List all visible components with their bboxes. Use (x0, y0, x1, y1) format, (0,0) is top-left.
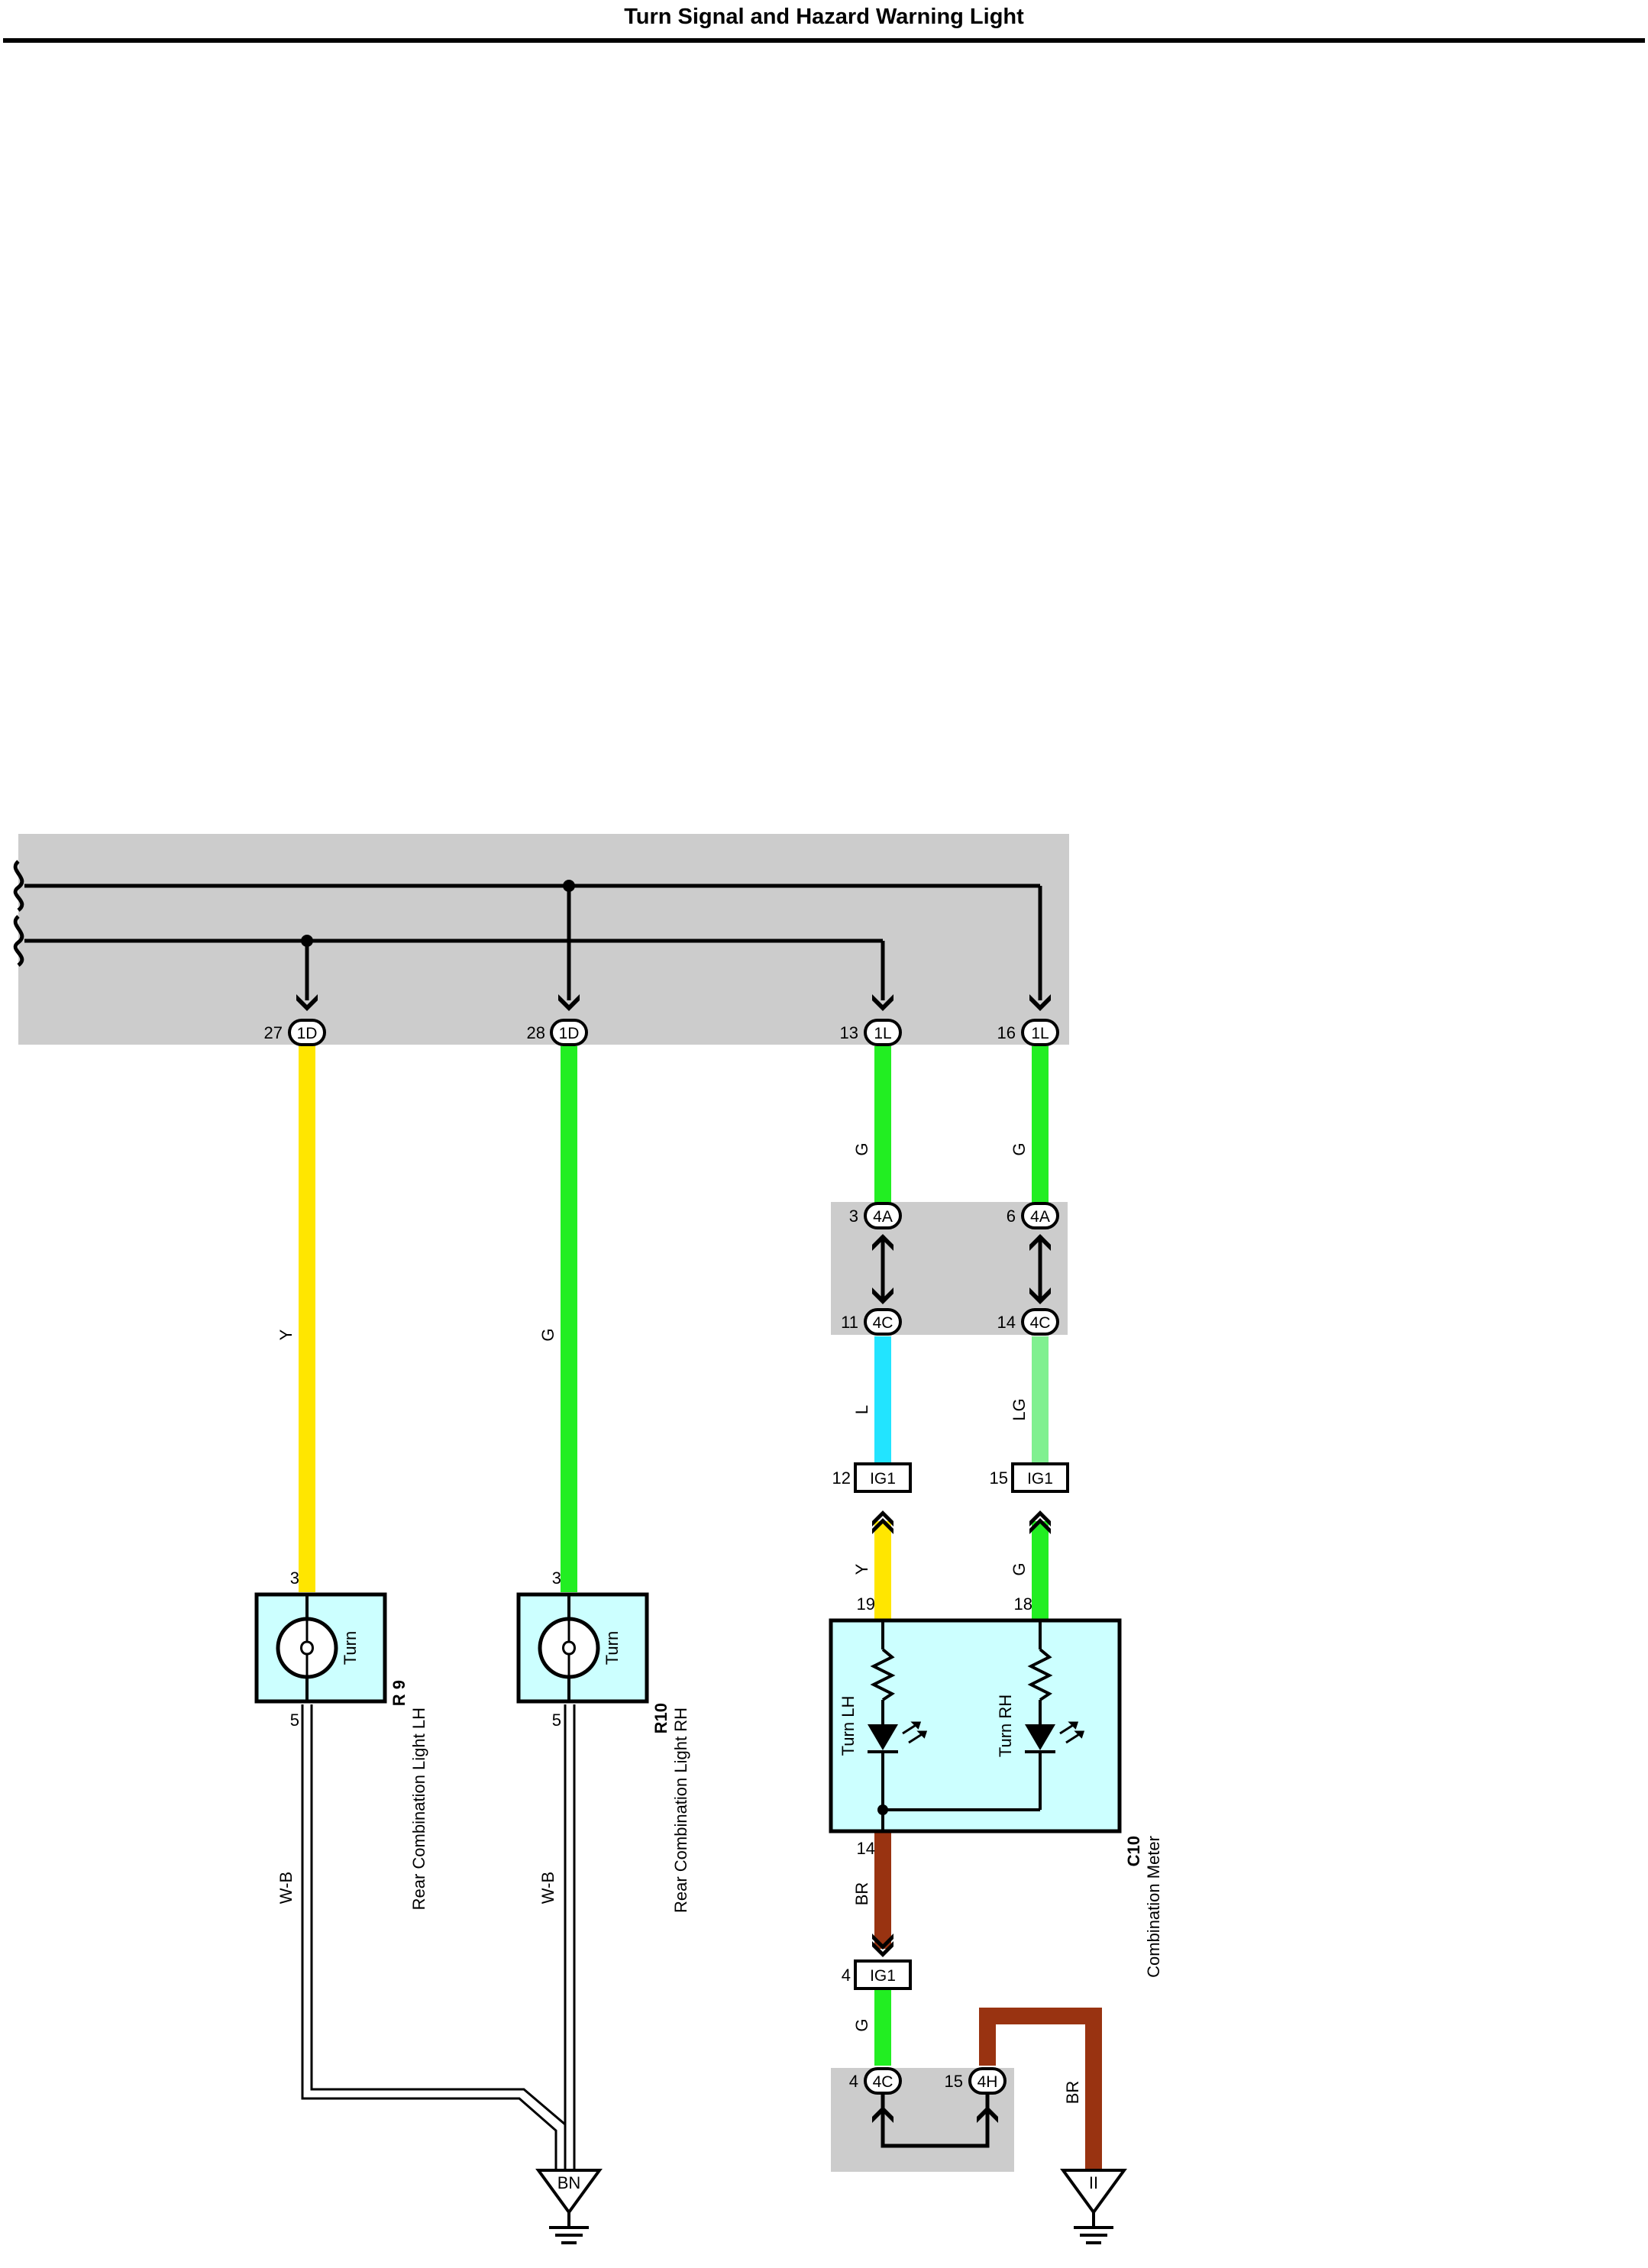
wires (299, 1046, 1102, 2169)
resistor-icon (870, 1648, 896, 1701)
pin-number: 3 (552, 1569, 561, 1588)
pin-number: 13 (840, 1023, 858, 1042)
wire-label: G (1010, 1562, 1029, 1575)
bulb-label: Turn (603, 1631, 622, 1665)
pin-number: 4 (849, 2072, 858, 2091)
component-r10: Turn R10 Rear Combination Light RH (516, 1592, 690, 1913)
splice-dot (877, 1804, 888, 1815)
ig1-chevrons (872, 1510, 1051, 1957)
pin-number: 27 (264, 1023, 283, 1042)
pin-number: 4 (842, 1966, 851, 1985)
wire-label: W-B (276, 1872, 296, 1904)
bus-lines (13, 860, 1042, 1000)
wire-wb (301, 1704, 576, 2170)
wire-label: LG (1010, 1398, 1029, 1420)
ground-label: II (1089, 2173, 1098, 2192)
connector-label: IG1 (870, 1967, 896, 1985)
led-label: Turn RH (996, 1695, 1015, 1757)
pin-number: 18 (1014, 1594, 1032, 1614)
bulb-label: Turn (341, 1631, 360, 1665)
wire-label: G (852, 2018, 871, 2031)
wire-label: L (852, 1405, 871, 1414)
wire-label: G (852, 1142, 871, 1155)
pin-number: 6 (1007, 1207, 1016, 1226)
wire-label: Y (276, 1329, 296, 1340)
component-code: R 9 (389, 1680, 409, 1706)
component-name: Rear Combination Light RH (671, 1707, 690, 1913)
pin-number: 15 (945, 2072, 963, 2091)
connector-label: 1L (1031, 1025, 1049, 1042)
connector-ig1-15 (1011, 1462, 1069, 1493)
splice-dot (301, 935, 313, 947)
connector-label: 1D (297, 1025, 318, 1042)
ground-bn: BN (537, 2169, 601, 2244)
pin-number: 3 (290, 1569, 299, 1588)
connector-label: 4C (873, 2073, 893, 2091)
page-title: Turn Signal and Hazard Warning Light (624, 5, 1024, 29)
ground-ii: II (1062, 2169, 1126, 2244)
wire-br-4h (979, 2008, 1102, 2169)
connector-label: 4A (1030, 1208, 1050, 1226)
pin-number: 5 (552, 1711, 561, 1730)
component-code: R10 (651, 1703, 671, 1733)
pin-number: 3 (849, 1207, 858, 1226)
component-name: Rear Combination Light LH (409, 1707, 428, 1910)
pin-number: 19 (857, 1594, 875, 1614)
resistor-icon (1027, 1648, 1053, 1701)
pin-number: 15 (990, 1468, 1008, 1488)
wire-label: W-B (538, 1872, 557, 1904)
connector-label: 4H (977, 2073, 998, 2091)
splice-dot (563, 880, 575, 892)
pin-number: 12 (832, 1468, 851, 1488)
connector-label: 1D (559, 1025, 580, 1042)
pin-number: 28 (527, 1023, 545, 1042)
wire-label: BR (1063, 2081, 1082, 2105)
connector-ig1-4 (854, 1959, 912, 1990)
component-name: Combination Meter (1144, 1836, 1163, 1978)
component-code: C10 (1124, 1836, 1143, 1866)
pin-number: 14 (997, 1313, 1016, 1332)
led-icon (1025, 1721, 1085, 1753)
wire-label: Y (852, 1563, 871, 1575)
title-rule (3, 38, 1645, 43)
pin-number: 16 (997, 1023, 1016, 1042)
connector-label: 4A (873, 1208, 893, 1226)
led-icon (868, 1721, 928, 1753)
connector-ig1-12 (854, 1462, 912, 1493)
connector-label: 4C (873, 1314, 893, 1332)
wire-label: G (538, 1328, 557, 1341)
component-r9: Turn R 9 Rear Combination Light LH (254, 1592, 428, 1910)
pin-number: 14 (857, 1839, 875, 1858)
pin-number: 5 (290, 1711, 299, 1730)
connector-label: IG1 (1027, 1470, 1053, 1488)
connector-label: 4C (1030, 1314, 1051, 1332)
wire-label: BR (852, 1882, 871, 1906)
pin-number: 11 (841, 1313, 858, 1332)
wire-label: G (1010, 1142, 1029, 1155)
connector-label: IG1 (870, 1470, 896, 1488)
connector-label: 1L (874, 1025, 891, 1042)
component-c10: Turn LH Turn RH C10 Combination Meter (829, 1618, 1163, 1978)
ground-jumper (881, 2089, 990, 2148)
ground-label: BN (557, 2173, 581, 2192)
led-label: Turn LH (839, 1696, 858, 1756)
